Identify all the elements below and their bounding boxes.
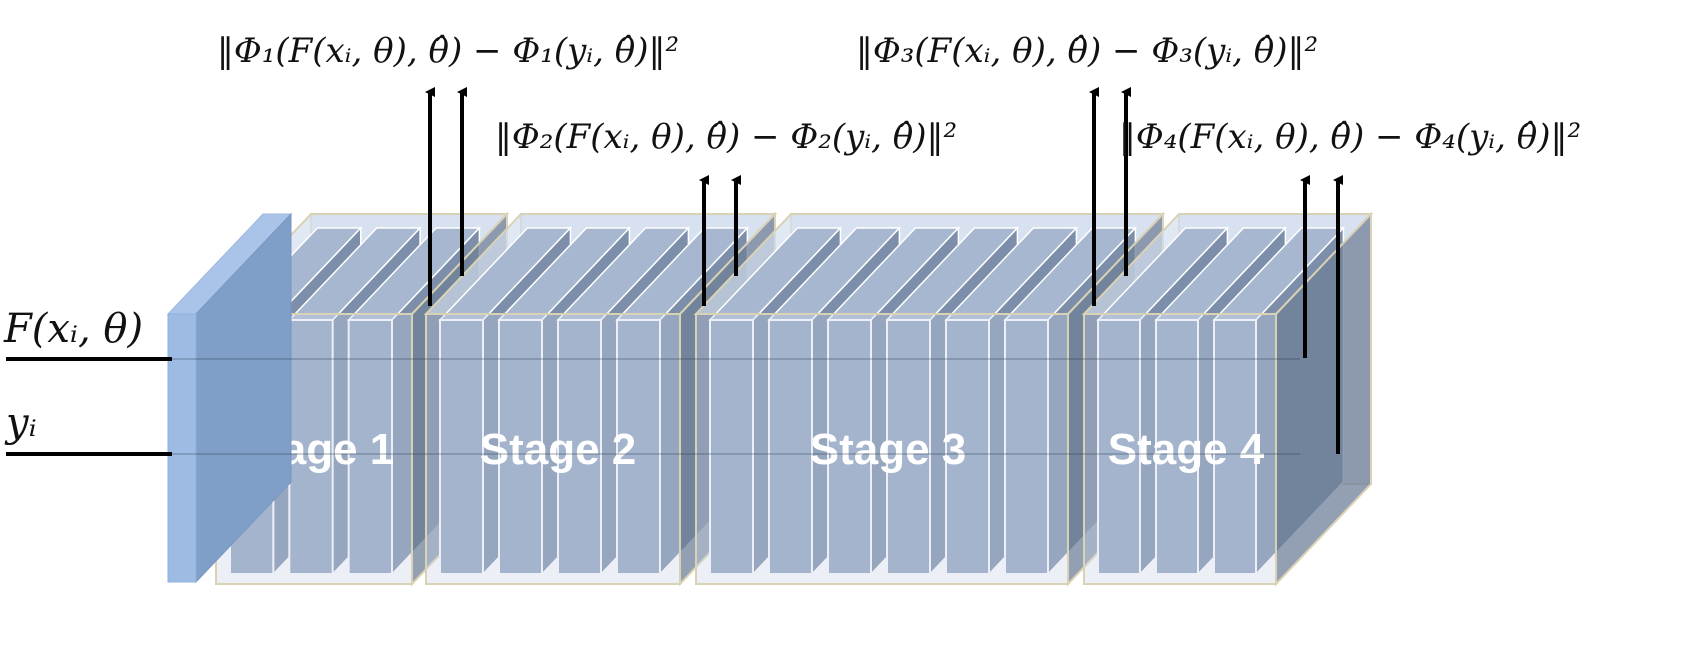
layer-front [1213,319,1257,575]
loss-formula-1: ‖Φ₁(F(xᵢ, θ), θ̂) − Φ₁(yᵢ, θ̂)‖² [217,31,679,71]
stage-box-front [1083,313,1277,585]
stage-box-front [695,313,1069,585]
input-slab-front [167,313,197,583]
layer-front [886,319,931,575]
layer-front [557,319,602,575]
loss-formula-4: ‖Φ₄(F(xᵢ, θ), θ̂) − Φ₄(yᵢ, θ̂)‖² [1119,117,1581,157]
layer-front [709,319,754,575]
layer-front [347,319,393,575]
stage-label: Stage 4 [1108,425,1265,474]
input-label-f: F(xᵢ, θ) [3,306,143,352]
stage-label: Stage 2 [480,425,637,474]
loss-formula-2: ‖Φ₂(F(xᵢ, θ), θ̂) − Φ₂(yᵢ, θ̂)‖² [495,117,957,157]
layer-front [439,319,484,575]
stage-label: Stage 3 [810,425,967,474]
layer-front [616,319,661,575]
layer-front [498,319,543,575]
layer-front [945,319,990,575]
layer-front [768,319,813,575]
layer-front [827,319,872,575]
input-label-y: yᵢ [4,400,37,446]
layer-front [1097,319,1141,575]
stage-4: Stage 4 [1081,211,1374,587]
layer-front [1155,319,1199,575]
loss-formula-3: ‖Φ₃(F(xᵢ, θ), θ̂) − Φ₃(yᵢ, θ̂)‖² [856,31,1318,71]
stage-3: Stage 3 [693,211,1166,587]
stage-box-front [425,313,681,585]
layer-front [288,319,334,575]
layer-front [1004,319,1049,575]
